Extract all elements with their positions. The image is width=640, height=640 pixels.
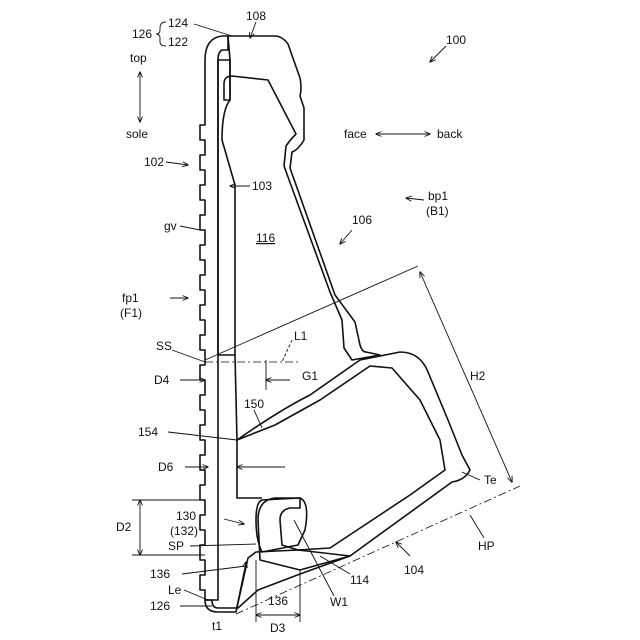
label-103: 103 [252,179,272,193]
leader-136-left [182,566,246,574]
label-126-bottom: 126 [150,599,170,613]
label-fp1: fp1 [122,291,139,305]
label-ss: SS [156,339,172,353]
label-150: 150 [244,397,264,411]
label-te: Te [484,473,497,487]
face-backing [218,60,235,355]
label-116: 116 [256,231,275,245]
label-106: 106 [352,213,372,227]
label-d4: D4 [154,373,170,387]
label-d6: D6 [158,460,174,474]
leader-124 [194,24,232,36]
label-122: 122 [168,35,188,49]
label-126-top: 126 [132,27,152,41]
label-130: 130 [176,509,196,523]
leader-hp [470,515,484,538]
label-d2: D2 [116,520,132,534]
label-face: face [344,127,367,141]
label-100: 100 [446,33,466,47]
leader-bp1 [406,198,424,200]
label-136-bottom: 136 [268,594,288,608]
leader-106 [340,230,352,244]
label-bp1: bp1 [428,189,448,203]
label-104: 104 [404,563,424,577]
label-l1: L1 [294,329,308,343]
leader-ss [172,350,205,362]
leader-104 [396,542,410,556]
leader-gv [180,226,200,230]
h2-dimension [420,272,512,482]
label-136-left: 136 [150,567,170,581]
brace-126 [156,22,166,46]
label-b1: (B1) [426,204,449,218]
leader-l1 [282,340,292,362]
label-g1: G1 [302,369,318,383]
label-back: back [437,127,463,141]
leader-102 [166,162,188,165]
label-132: (132) [170,524,198,538]
label-le: Le [168,583,182,597]
label-102: 102 [144,155,164,169]
leader-100 [430,46,446,62]
label-h2: H2 [470,369,486,383]
label-124: 124 [168,16,188,30]
leader-154 [168,432,237,440]
label-gv: gv [164,219,177,233]
sole-mass [237,352,470,570]
crown-and-back-wall [224,36,380,360]
label-154: 154 [138,425,158,439]
label-hp: HP [478,539,495,553]
leader-130 [224,519,244,524]
label-sp: SP [168,539,184,553]
label-t1: t1 [212,619,222,633]
label-w1: W1 [330,595,348,609]
label-top: top [130,51,147,65]
label-sole: sole [126,127,148,141]
label-108: 108 [246,9,266,23]
label-114: 114 [350,573,369,587]
label-f1: (F1) [120,306,142,320]
top-reference-line [205,266,418,360]
label-d3: D3 [270,621,286,635]
